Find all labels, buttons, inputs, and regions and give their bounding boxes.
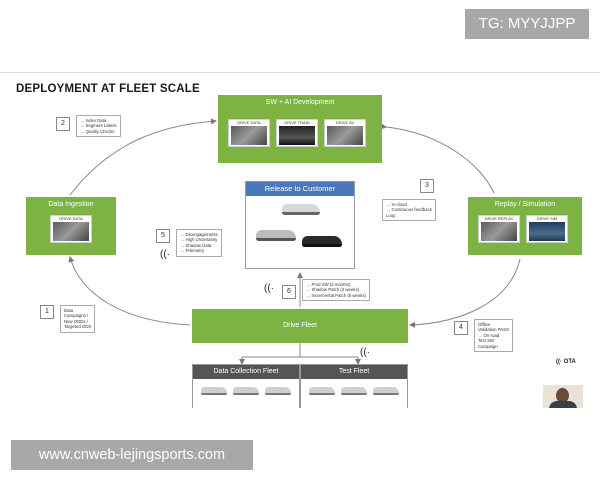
fleet-car xyxy=(265,387,291,395)
step-5-note: → Disengagements→ High Uncertainty→ Shad… xyxy=(176,229,222,257)
step-4-number: 4 xyxy=(454,321,468,335)
arrow-ingestion-to-swai xyxy=(69,118,217,196)
data-ingestion-title: Data Ingestion xyxy=(48,201,94,208)
step-6-number: 6 xyxy=(282,285,296,299)
fleet-car xyxy=(373,387,399,395)
step-5-number: 5 xyxy=(156,229,170,243)
data-collection-fleet-title: Data Collection Fleet xyxy=(193,365,299,379)
arrow-replay-to-drive xyxy=(409,258,521,328)
fleet-car xyxy=(309,387,335,395)
car-silver-left xyxy=(256,230,296,241)
drive-sim-thumbnail: DRIVE SIM xyxy=(526,215,568,243)
presenter-video-thumbnail xyxy=(543,385,583,408)
step-1-number: 1 xyxy=(40,305,54,319)
fleet-car xyxy=(233,387,259,395)
test-fleet-title: Test Fleet xyxy=(301,365,407,379)
data-ingestion-box: Data Ingestion DRIVE DATA xyxy=(26,197,116,255)
cycle-arrows xyxy=(68,118,521,365)
test-fleet-box: Test Fleet xyxy=(300,364,408,408)
car-silver-top xyxy=(282,204,320,215)
step-2-note: → Index Data→ Segment Labels→ Quality Ch… xyxy=(76,115,121,138)
step-2-number: 2 xyxy=(56,117,70,131)
replay-simulation-title: Replay / Simulation xyxy=(494,201,556,208)
step-6-note: → Prod SW (3 months)→ Shadow Patch (2 we… xyxy=(302,279,370,302)
ingestion-drive-data-thumbnail: DRIVE DATA xyxy=(50,215,92,243)
car-black-right xyxy=(302,236,342,247)
ota-label: ((· OTA xyxy=(556,359,576,365)
replay-simulation-box: Replay / Simulation DRIVE REPLAY DRIVE S… xyxy=(468,197,582,255)
drive-av-thumbnail: DRIVE AV xyxy=(324,119,366,147)
fleet-car xyxy=(341,387,367,395)
data-collection-fleet-box: Data Collection Fleet xyxy=(192,364,300,408)
fleet-car xyxy=(201,387,227,395)
watermark-bottom-badge: www.cnweb-lejingsports.com xyxy=(11,440,253,470)
arrow-swai-to-replay xyxy=(380,123,495,194)
watermark-top-badge: TG: MYYJJPP xyxy=(465,9,589,39)
drive-fleet-box: Drive Fleet xyxy=(192,309,408,343)
slide: DEPLOYMENT AT FLEET SCALE SW + AI Develo… xyxy=(0,72,600,408)
sw-ai-development-title: SW + AI Development xyxy=(265,99,335,106)
wifi-icon: ((· xyxy=(264,283,274,294)
wifi-icon: ((· xyxy=(160,249,170,260)
step-3-number: 3 xyxy=(420,179,434,193)
drive-data-thumbnail: DRIVE DATA xyxy=(228,119,270,147)
drive-train-thumbnail: DRIVE TRAIN xyxy=(276,119,318,147)
release-to-customer-box: Release to Customer xyxy=(245,181,355,269)
slide-title: DEPLOYMENT AT FLEET SCALE xyxy=(16,83,200,95)
wifi-icon: ((· xyxy=(360,347,370,358)
wifi-icon: ((· xyxy=(556,359,564,365)
arrow-drive-to-ingestion xyxy=(68,256,191,326)
drive-replay-thumbnail: DRIVE REPLAY xyxy=(478,215,520,243)
sw-ai-development-box: SW + AI Development DRIVE DATA DRIVE TRA… xyxy=(218,95,382,163)
release-to-customer-title: Release to Customer xyxy=(246,182,354,196)
